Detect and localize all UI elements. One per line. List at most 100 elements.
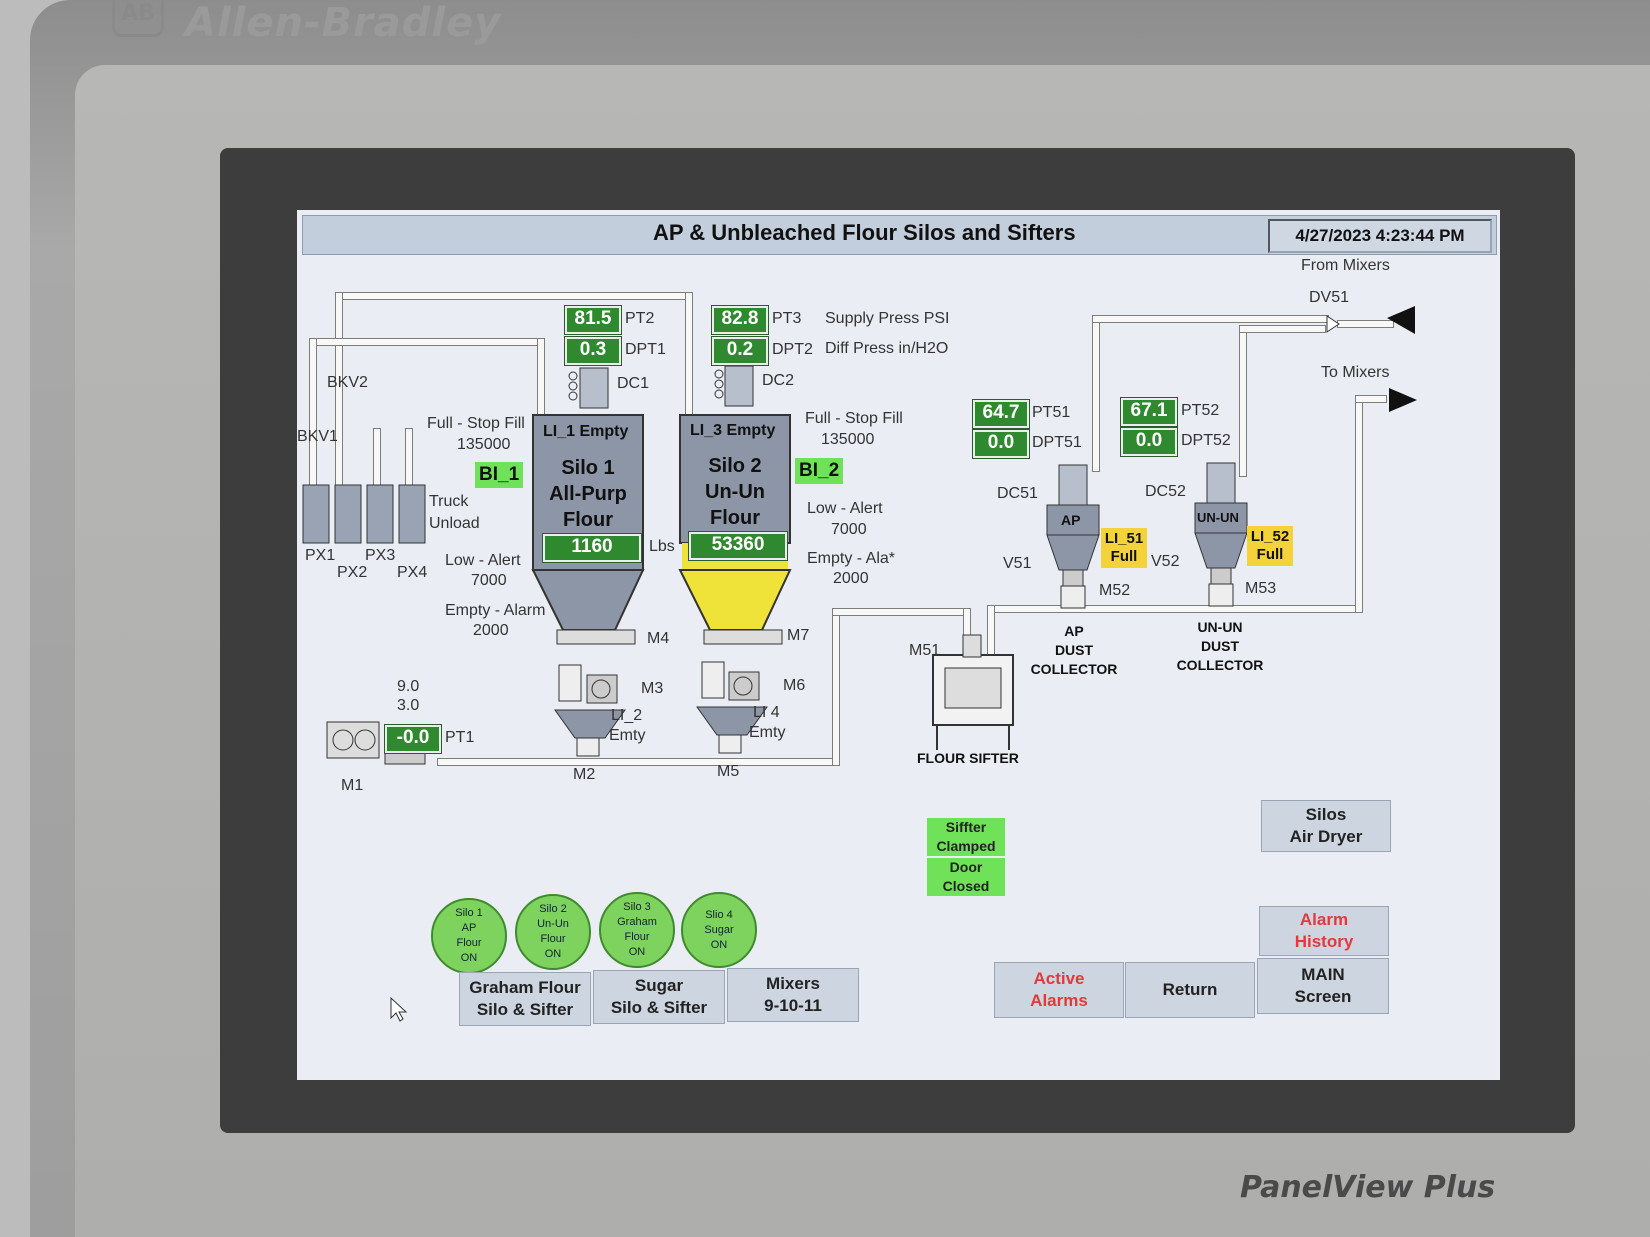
datetime-display: 4/27/2023 4:23:44 PM	[1268, 219, 1492, 253]
unun-dust-name-line2: DUST	[1200, 638, 1240, 654]
active-alarms-button[interactable]: Active Alarms	[994, 962, 1124, 1018]
dpt52-readout: 0.0	[1121, 428, 1177, 456]
flour-sifter-label: FLOUR SIFTER	[917, 750, 1019, 766]
silo-4-on-indicator[interactable]: Slio 4 Sugar ON	[681, 892, 757, 968]
silo-2-name: Silo 2 Un-Un Flour	[680, 453, 790, 531]
sifter-status-line4: Closed	[942, 878, 990, 894]
sifter-status-line2: Clamped	[936, 838, 996, 854]
silo-2-name-line3: Flour	[710, 507, 760, 529]
m2-tag: M2	[573, 766, 596, 783]
silo-2-full-value: 135000	[821, 431, 875, 448]
ap-dust-name-line2: DUST	[1054, 642, 1094, 658]
silo-1-bin-indicator: BI_1	[475, 462, 524, 488]
pt1-low-setpoint: 3.0	[397, 697, 420, 714]
pt3-tag: PT3	[772, 310, 802, 327]
silo-1-low-value: 7000	[471, 572, 507, 589]
silo-2-empty-label: Empty - Ala*	[807, 550, 896, 567]
li2-state: Emty	[609, 727, 646, 744]
li52-indicator: LI_52 Full	[1247, 526, 1293, 566]
silo-1-full-value: 135000	[457, 436, 511, 453]
unload-label: Unload	[429, 515, 480, 532]
ap-dust-name-line3: COLLECTOR	[1030, 661, 1118, 677]
pt51-readout: 64.7	[973, 400, 1029, 428]
silo-1-status: LI_1 Empty	[543, 423, 629, 440]
silo-1-weight: 1160	[543, 534, 641, 562]
ab-logo: AB	[112, 0, 164, 37]
li4-tag: LI 4	[753, 704, 780, 721]
silo-1-units: Lbs	[649, 538, 675, 555]
truck-label: Truck	[429, 493, 469, 510]
model-name: PanelView Plus	[1240, 1170, 1496, 1205]
v51-tag: V51	[1003, 555, 1032, 572]
li51-tag: LI_51	[1104, 530, 1144, 547]
li52-state: Full	[1256, 546, 1284, 563]
diff-press-label: Diff Press in/H2O	[825, 340, 949, 357]
unun-dust-collector-label: UN-UN DUST COLLECTOR	[1175, 618, 1265, 675]
silo-2-on-indicator[interactable]: Silo 2 Un-Un Flour ON	[515, 894, 591, 970]
dc1-tag: DC1	[617, 375, 650, 392]
v52-tag: V52	[1151, 553, 1180, 570]
pt51-tag: PT51	[1032, 404, 1071, 421]
silo-3-on-indicator[interactable]: Silo 3 Graham Flour ON	[599, 892, 675, 968]
silo-2-vessel	[678, 414, 792, 645]
silo-1-name-line2: All-Purp	[549, 483, 627, 505]
silo-2-low-value: 7000	[831, 521, 867, 538]
graham-flour-button[interactable]: Graham Flour Silo & Sifter	[459, 972, 591, 1026]
silo-1-empty-value: 2000	[473, 622, 509, 639]
li52-tag: LI_52	[1250, 528, 1290, 545]
sugar-silo-button[interactable]: Sugar Silo & Sifter	[593, 970, 725, 1024]
px3-tag: PX3	[365, 547, 396, 564]
pipe	[1239, 325, 1326, 333]
alarm-history-button[interactable]: Alarm History	[1259, 906, 1389, 956]
li4-state: Emty	[749, 724, 786, 741]
silo-1-on-indicator[interactable]: Silo 1 AP Flour ON	[431, 898, 507, 974]
silo-1-name: Silo 1 All-Purp Flour	[533, 455, 643, 533]
px2-tag: PX2	[337, 564, 368, 581]
silo-2-weight: 53360	[689, 532, 787, 560]
pipe	[1355, 395, 1387, 403]
silo-2-bin-indicator: BI_2	[795, 458, 844, 484]
silo-1-name-line1: Silo 1	[561, 457, 615, 479]
dv51-tag: DV51	[1309, 289, 1350, 306]
px1-tag: PX1	[305, 547, 336, 564]
sifter-status-line1: Siffter	[945, 819, 987, 835]
bkv2-tag: BKV2	[327, 374, 368, 391]
supply-press-label: Supply Press PSI	[825, 310, 950, 327]
sifter-status-line3: Door	[949, 859, 983, 875]
dpt1-readout: 0.3	[565, 337, 621, 365]
silo-2-empty-value: 2000	[833, 570, 869, 587]
return-button[interactable]: Return	[1125, 962, 1255, 1018]
brand-name: Allen-Bradley	[185, 0, 502, 46]
silo-1-full-label: Full - Stop Fill	[427, 415, 525, 432]
li51-state: Full	[1110, 548, 1138, 565]
title-bar: AP & Unbleached Flour Silos and Sifters …	[302, 215, 1497, 255]
dc51-tag: DC51	[997, 485, 1038, 502]
pt1-readout: -0.0	[385, 725, 441, 753]
m1-tag: M1	[341, 777, 364, 794]
silo-2-status: LI_3 Empty	[690, 422, 776, 439]
from-mixers-label: From Mixers	[1301, 257, 1390, 274]
silos-air-dryer-button[interactable]: Silos Air Dryer	[1261, 800, 1391, 852]
sifter-door-status: Door Closed	[927, 858, 1005, 896]
silo-1-name-line3: Flour	[563, 509, 613, 531]
silo-2-full-label: Full - Stop Fill	[805, 410, 903, 427]
m4-tag: M4	[647, 630, 670, 647]
unun-tag: UN-UN	[1197, 510, 1239, 525]
m7-tag: M7	[787, 627, 810, 644]
ap-tag: AP	[1061, 512, 1081, 528]
li2-tag: LI_2	[611, 707, 643, 724]
silo-1-low-label: Low - Alert	[445, 552, 521, 569]
unun-dust-name-line3: COLLECTOR	[1176, 657, 1264, 673]
mixers-button[interactable]: Mixers 9-10-11	[727, 968, 859, 1022]
dpt52-tag: DPT52	[1181, 432, 1231, 449]
m5-tag: M5	[717, 763, 740, 780]
dpt1-tag: DPT1	[625, 341, 666, 358]
pt3-readout: 82.8	[712, 306, 768, 334]
page-title: AP & Unbleached Flour Silos and Sifters	[653, 220, 1076, 245]
dc2-tag: DC2	[762, 372, 795, 389]
main-screen-button[interactable]: MAIN Screen	[1257, 958, 1389, 1014]
dpt2-readout: 0.2	[712, 337, 768, 365]
dpt51-readout: 0.0	[973, 430, 1029, 458]
silo-2-low-label: Low - Alert	[807, 500, 883, 517]
silo-1-empty-label: Empty - Alarm	[445, 602, 546, 619]
